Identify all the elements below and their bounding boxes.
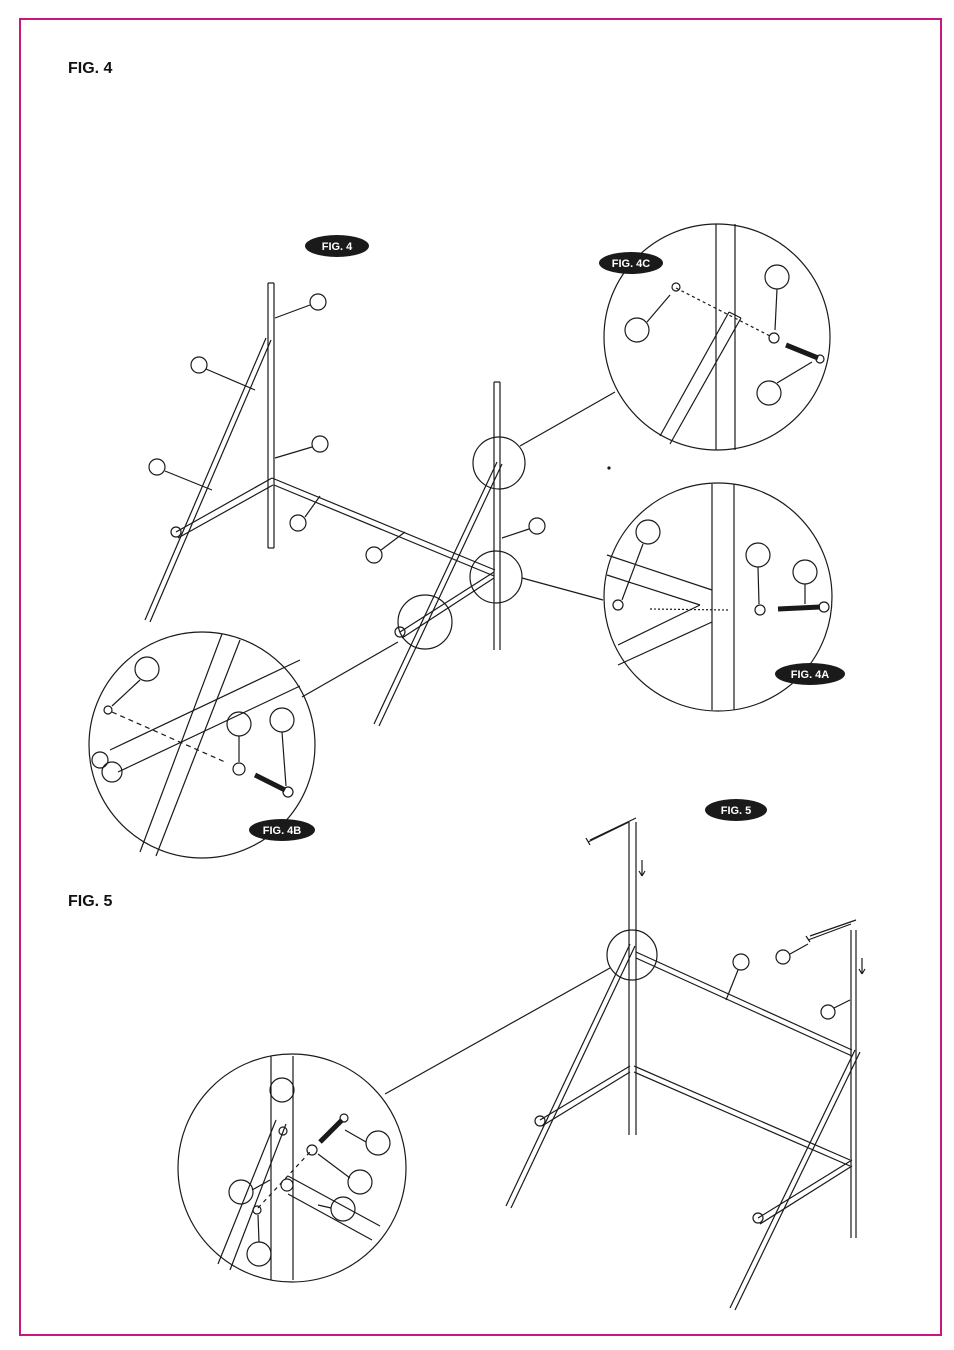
callout-fig4: FIG. 4 bbox=[305, 235, 369, 257]
callout-fig5: FIG. 5 bbox=[705, 799, 767, 821]
callout-fig4c: FIG. 4C bbox=[599, 252, 663, 274]
fig4-part-bubbles bbox=[149, 294, 545, 563]
callout-fig4c-label: FIG. 4C bbox=[612, 258, 651, 270]
fig4-frame bbox=[145, 283, 615, 726]
callout-fig5-label: FIG. 5 bbox=[721, 805, 752, 817]
fig5-detail bbox=[178, 1054, 406, 1282]
fig5-frame bbox=[385, 818, 865, 1310]
callout-fig4a-label: FIG. 4A bbox=[791, 669, 830, 681]
callout-fig4b: FIG. 4B bbox=[249, 819, 315, 841]
callout-fig4b-label: FIG. 4B bbox=[263, 825, 302, 837]
callout-fig4-label: FIG. 4 bbox=[322, 241, 353, 253]
callout-fig4a: FIG. 4A bbox=[775, 663, 845, 685]
